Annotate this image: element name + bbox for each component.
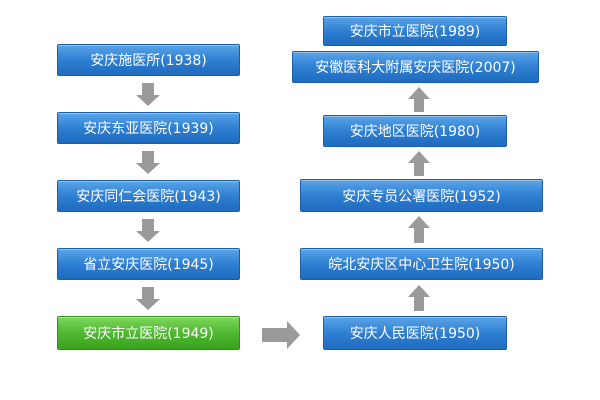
arrow-up-4 <box>408 87 430 112</box>
arrow-right <box>262 321 300 349</box>
arrow-down-3 <box>136 219 160 242</box>
arrow-down-1 <box>136 83 160 106</box>
node-right-4: 安庆专员公署医院(1952) <box>300 179 543 212</box>
arrow-down-4 <box>136 287 160 310</box>
arrow-up-3 <box>408 151 430 176</box>
arrow-up-1 <box>408 285 430 311</box>
node-left-1: 安庆施医所(1938) <box>57 44 240 76</box>
node-left-5-highlighted: 安庆市立医院(1949) <box>57 316 240 350</box>
node-right-6: 安庆人民医院(1950) <box>323 316 507 350</box>
node-right-5: 皖北安庆区中心卫生院(1950) <box>300 248 543 280</box>
node-right-3: 安庆地区医院(1980) <box>323 115 507 147</box>
node-right-2: 安徽医科大附属安庆医院(2007) <box>292 51 539 83</box>
arrow-down-2 <box>136 151 160 174</box>
node-left-4: 省立安庆医院(1945) <box>57 248 240 280</box>
node-right-1: 安庆市立医院(1989) <box>323 16 507 46</box>
node-left-3: 安庆同仁会医院(1943) <box>57 180 240 212</box>
node-left-2: 安庆东亚医院(1939) <box>57 112 240 144</box>
arrow-up-2 <box>408 216 430 243</box>
